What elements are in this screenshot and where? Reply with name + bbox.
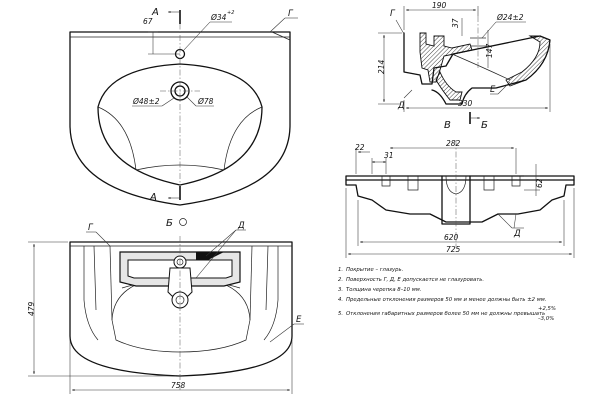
top-view-outline — [69, 31, 291, 206]
dim-330: 330 — [458, 99, 473, 108]
note-5-tol-minus: –3,0% — [538, 316, 554, 322]
note-3-num: 3. — [338, 287, 343, 293]
label-e-bottom: Е — [296, 315, 302, 325]
label-d-bottom: Д — [237, 221, 245, 231]
dim-hole-dia: Ø34 — [210, 13, 227, 22]
dim-37: 37 — [451, 18, 460, 28]
note-2-text: Поверхность Г, Д, Е допускается не глазу… — [346, 277, 484, 283]
section-a-top-label: А — [151, 7, 159, 18]
label-g-top: Г — [288, 9, 294, 19]
dim-147: 147 — [485, 43, 494, 58]
dim-62: 62 — [535, 178, 544, 188]
note-2-num: 2. — [338, 277, 343, 283]
note-3-text: Толщина черепка 8–10 мм. — [346, 287, 421, 293]
section-a-bottom-label: А — [149, 192, 157, 203]
label-d-section: Д — [397, 101, 405, 111]
dim-bowl-dia: Ø78 — [197, 97, 214, 106]
note-5-text: Отклонения габаритных размеров более 50 … — [346, 311, 545, 317]
dim-214: 214 — [377, 59, 386, 74]
dim-725: 725 — [446, 245, 461, 254]
note-4-text: Предельные отклонения размеров 50 мм и м… — [346, 297, 546, 303]
dim-758: 758 — [171, 381, 186, 390]
note-1-num: 1. — [338, 267, 343, 273]
dim-drain-dia: Ø48±2 — [132, 97, 160, 106]
view-bottom: Б Г Д Е — [27, 218, 304, 394]
view-b: В Б 22 31 282 62 620 — [345, 112, 575, 258]
label-d-view-b: Д — [513, 229, 521, 239]
view-bottom-title: Б — [166, 218, 173, 229]
note-5-tol-plus: +2,5% — [538, 306, 556, 312]
dim-282: 282 — [446, 139, 461, 148]
note-4-num: 4. — [338, 297, 343, 303]
top-view: А А 67 Ø34 +2 Г Ø48±2 Ø78 — [69, 7, 298, 206]
label-e-section: Е — [490, 85, 496, 95]
view-b-title: В — [444, 120, 451, 131]
dim-67: 67 — [143, 17, 153, 26]
label-g-bottom: Г — [88, 223, 94, 233]
dim-22: 22 — [355, 143, 365, 152]
dim-479: 479 — [27, 301, 36, 316]
section-a-view: 190 37 Ø24±2 147 214 330 Г Д Е — [377, 1, 551, 112]
dim-hole-tol: +2 — [227, 10, 234, 16]
dim-31: 31 — [384, 151, 394, 160]
note-1-text: Покрытие – глазурь. — [346, 267, 403, 273]
view-b-arrow-label: Б — [481, 120, 488, 131]
dim-hole-24: Ø24±2 — [496, 13, 524, 22]
dim-190: 190 — [432, 1, 447, 10]
note-5-num: 5. — [338, 311, 343, 317]
label-g-section: Г — [390, 9, 396, 19]
view-bottom-symbol — [179, 218, 187, 226]
dim-620: 620 — [444, 233, 459, 242]
notes-block: 1. Покрытие – глазурь. 2. Поверхность Г,… — [338, 267, 556, 322]
view-b-rim — [345, 175, 575, 223]
